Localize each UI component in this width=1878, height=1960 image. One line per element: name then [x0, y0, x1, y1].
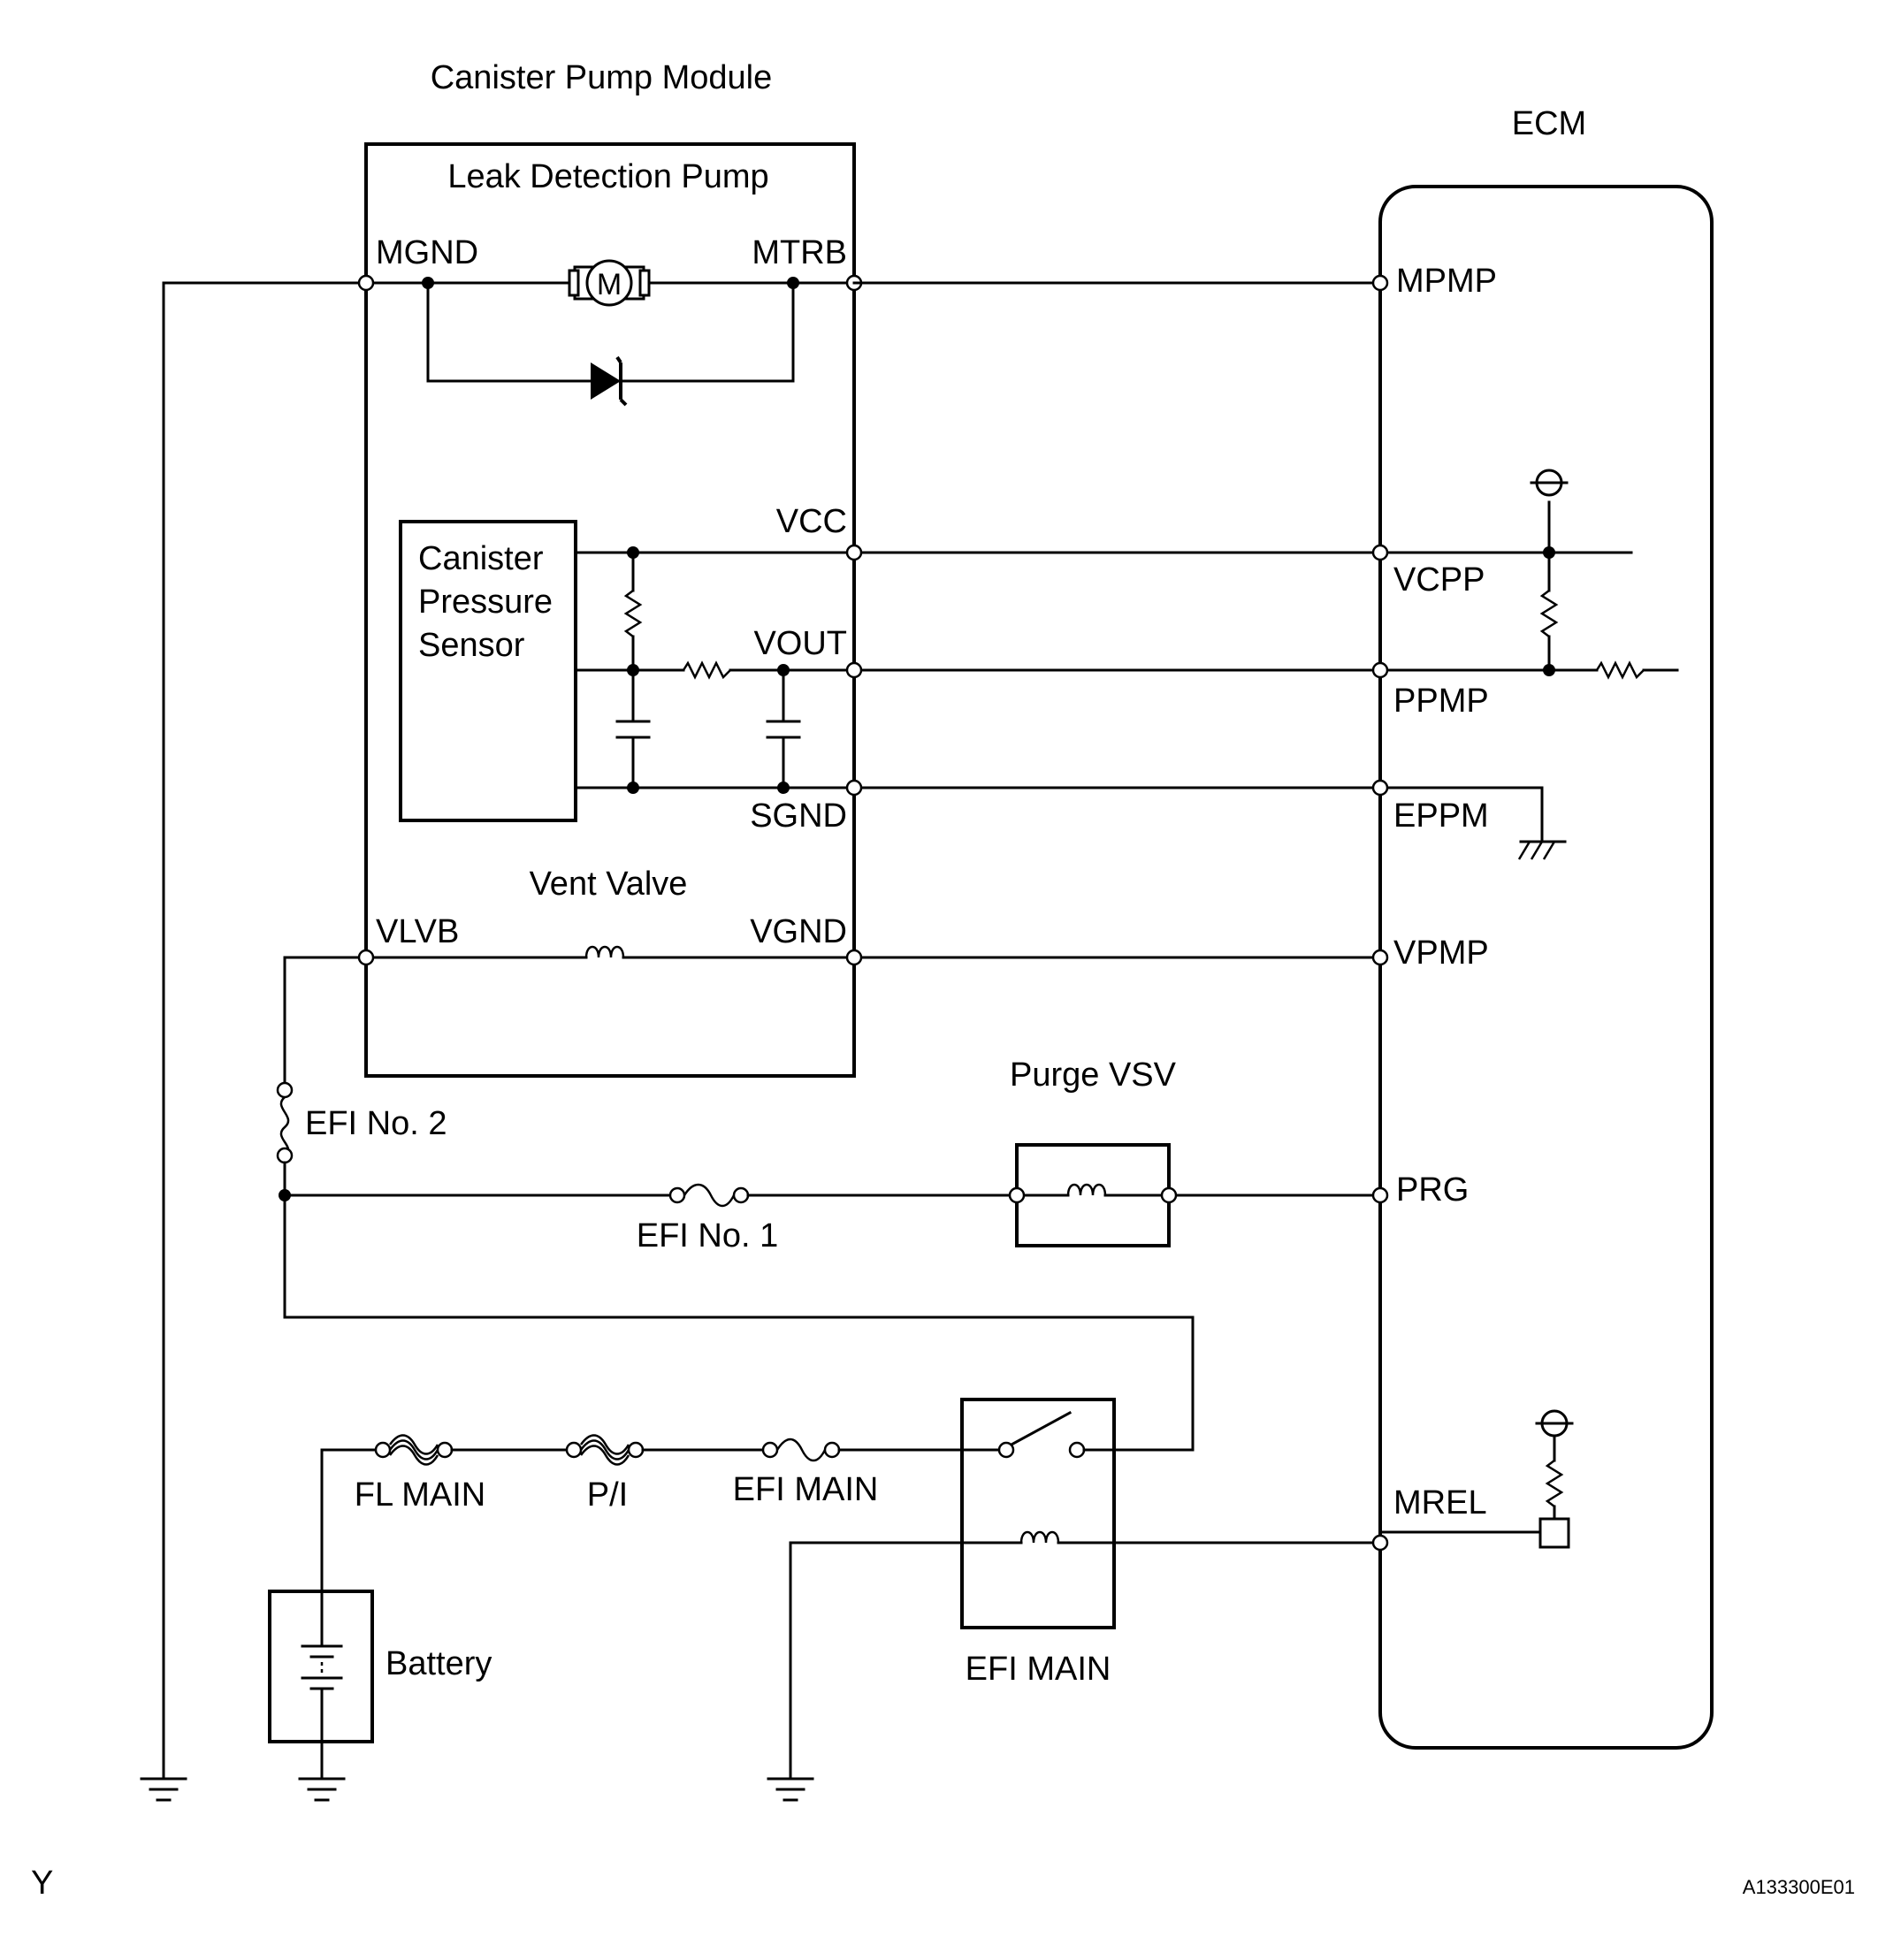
- terminal-vcc: [845, 544, 863, 561]
- pin-mtrb-label: MTRB: [752, 234, 847, 271]
- motor-icon: M: [568, 259, 651, 307]
- relay-ground-icon: [767, 1777, 814, 1802]
- pin-ppmp-label: PPMP: [1393, 683, 1489, 720]
- efi-main-relay-circuit: [767, 1410, 1389, 1802]
- mrel-driver-icon: [1538, 1517, 1570, 1549]
- ecm-internal-circuit: [852, 274, 1679, 1549]
- purge-vsv-coil-icon: [1066, 1183, 1107, 1196]
- leak-detection-pump-label: Leak Detection Pump: [447, 158, 768, 195]
- canister-pressure-sensor-label-2: Pressure: [418, 583, 553, 621]
- vent-valve-coil-icon: [584, 945, 625, 958]
- terminal-vlvb: [357, 949, 375, 966]
- mgnd-ground-wire: [140, 281, 187, 1802]
- pi-fuse-icon: [579, 1439, 630, 1460]
- motor-circuit: M: [162, 259, 863, 407]
- relay-coil-icon: [1019, 1530, 1060, 1544]
- motor-letter: M: [597, 268, 622, 301]
- efi-main-relay-label: EFI MAIN: [966, 1651, 1111, 1688]
- pin-vcc-label: VCC: [776, 503, 847, 540]
- pin-mgnd-label: MGND: [376, 234, 478, 271]
- purge-vsv-label: Purge VSV: [1010, 1056, 1177, 1094]
- canister-pump-module-label: Canister Pump Module: [431, 59, 773, 96]
- battery-circuit: [268, 1434, 1001, 1802]
- pin-vgnd-label: VGND: [750, 913, 847, 950]
- vent-valve-circuit: [283, 945, 1382, 966]
- terminal-vcpp: [1371, 544, 1389, 561]
- pin-sgnd-label: SGND: [750, 797, 847, 835]
- footer-figure-id: A133300E01: [1743, 1876, 1855, 1898]
- vent-valve-label: Vent Valve: [530, 866, 688, 903]
- fl-main-fuse-icon: [388, 1439, 439, 1460]
- efi-no1-fuse-icon: [683, 1183, 736, 1208]
- efi-main-fuse-label: EFI MAIN: [733, 1471, 879, 1508]
- terminal-ppmp: [1371, 661, 1389, 679]
- terminal-mgnd: [357, 274, 375, 292]
- diode-icon: [591, 355, 628, 407]
- pin-eppm-label: EPPM: [1393, 797, 1489, 835]
- terminal-sgnd: [845, 779, 863, 797]
- pin-mrel-label: MREL: [1393, 1484, 1487, 1521]
- pi-fuse-label: P/I: [587, 1476, 628, 1514]
- canister-pump-module-box: [364, 142, 856, 1078]
- terminal-eppm: [1371, 779, 1389, 797]
- sensor-circuit: [574, 544, 1382, 797]
- ground-icon: [140, 1777, 187, 1802]
- battery-ground-icon: [298, 1777, 346, 1802]
- pin-prg-label: PRG: [1396, 1171, 1469, 1209]
- terminal-vout: [845, 661, 863, 679]
- terminal-mpmp: [1371, 274, 1389, 292]
- relay-switch-icon: [1009, 1410, 1073, 1447]
- canister-pressure-sensor-label-3: Sensor: [418, 627, 525, 664]
- efi-main-fuse-icon: [775, 1438, 827, 1462]
- canister-pressure-sensor-label-1: Canister: [418, 540, 544, 577]
- terminal-mrel: [1371, 1534, 1389, 1552]
- ecm-box: [1378, 185, 1714, 1750]
- terminal-prg: [1371, 1186, 1389, 1204]
- efi-supply-circuit: [276, 956, 1195, 1452]
- pin-mpmp-label: MPMP: [1396, 263, 1497, 300]
- battery-label: Battery: [386, 1645, 492, 1682]
- purge-vsv-circuit: [1008, 1183, 1389, 1204]
- footer-left-code: Y: [31, 1865, 53, 1902]
- pin-vcpp-label: VCPP: [1393, 561, 1485, 599]
- terminal-vgnd: [845, 949, 863, 966]
- pin-vpmp-label: VPMP: [1393, 934, 1489, 972]
- chassis-ground-icon: [1517, 840, 1567, 860]
- pin-vout-label: VOUT: [753, 625, 847, 662]
- fl-main-fuse-label: FL MAIN: [355, 1476, 486, 1514]
- efi-no2-fuse-icon: [279, 1096, 290, 1157]
- ecm-label: ECM: [1512, 105, 1586, 142]
- efi-no2-fuse-label: EFI No. 2: [305, 1105, 447, 1142]
- pin-vlvb-label: VLVB: [376, 913, 459, 950]
- efi-main-relay-box: [960, 1398, 1116, 1629]
- efi-no1-fuse-label: EFI No. 1: [637, 1217, 779, 1255]
- terminal-vpmp: [1371, 949, 1389, 966]
